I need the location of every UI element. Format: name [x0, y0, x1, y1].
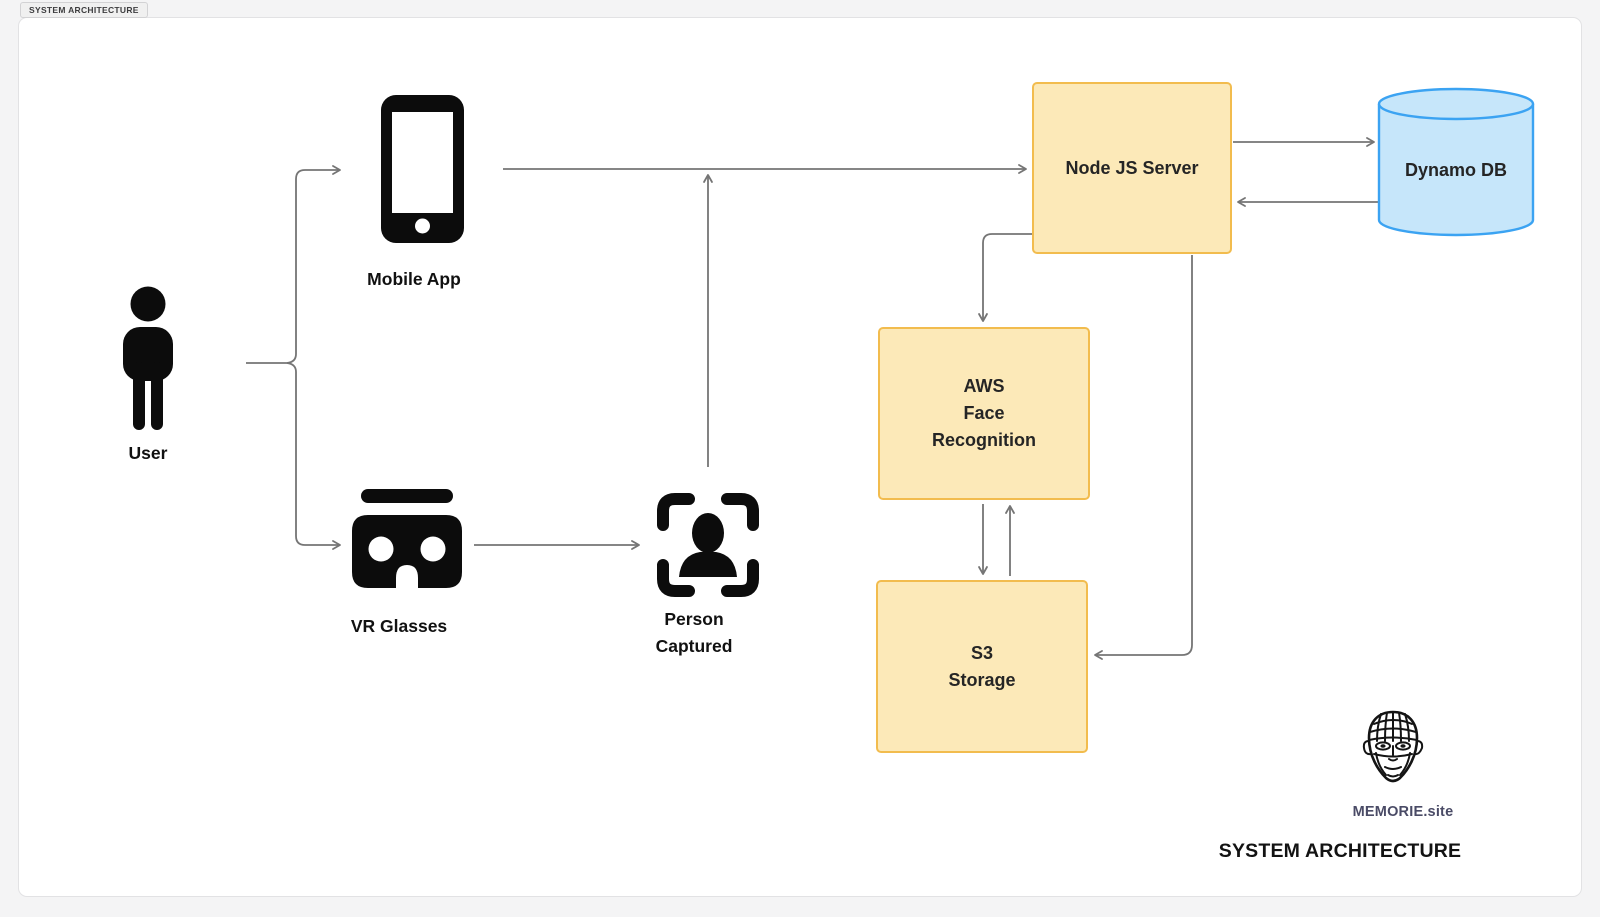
vr-headset-icon[interactable]	[352, 489, 462, 588]
smartphone-icon[interactable]	[381, 95, 464, 243]
person-captured-label: Person Captured	[655, 609, 733, 656]
file-tab-label: SYSTEM ARCHITECTURE	[29, 5, 139, 15]
file-tab[interactable]: SYSTEM ARCHITECTURE	[20, 2, 148, 18]
person-silhouette-icon[interactable]	[118, 286, 178, 434]
mobile-app-label: Mobile App	[367, 269, 461, 289]
face-scan-frame-icon[interactable]	[655, 491, 761, 599]
dynamo-db-label: Dynamo DB	[1404, 160, 1508, 180]
node-js-server-label: Node JS Server	[1065, 157, 1199, 178]
aws-face-recognition-box[interactable]: AWS Face Recognition	[878, 327, 1090, 500]
wireframe-face-logo-icon	[1362, 710, 1424, 783]
s3-storage-box[interactable]: S3 Storage	[876, 580, 1088, 753]
node-js-server-box[interactable]: Node JS Server	[1032, 82, 1232, 254]
diagram-canvas[interactable]	[18, 17, 1582, 897]
user-label: User	[128, 443, 168, 463]
vr-glasses-label: VR Glasses	[350, 616, 448, 636]
brand-site-name: MEMORIE.site	[1352, 804, 1454, 820]
dynamo-db-cylinder[interactable]	[1377, 86, 1535, 238]
brand-title: SYSTEM ARCHITECTURE	[1218, 840, 1462, 862]
